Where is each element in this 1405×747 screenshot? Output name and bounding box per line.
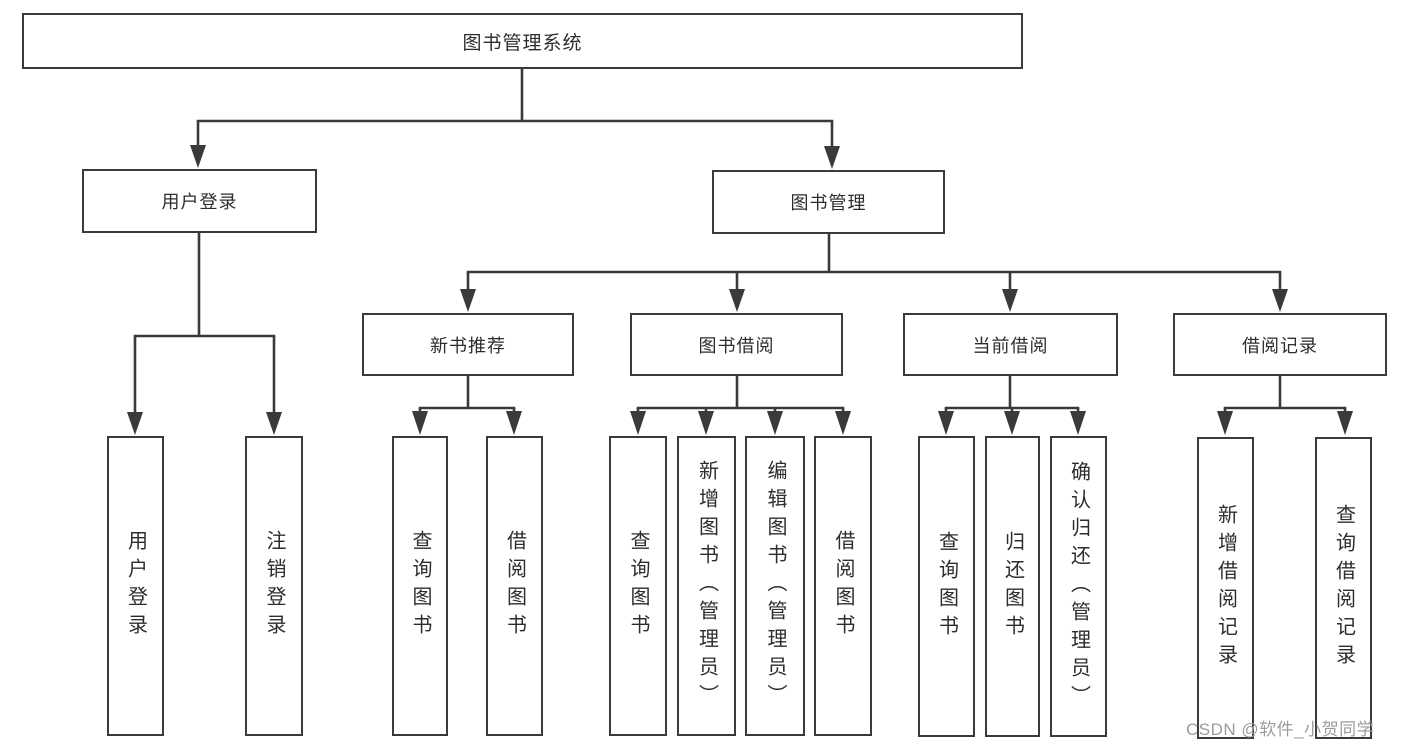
- leaf-current-query-books-label: 查询图书: [935, 530, 958, 643]
- node-new-book-recommend-label: 新书推荐: [430, 335, 506, 356]
- book-borrow-connectors: [630, 376, 851, 435]
- node-user-login-label: 用户登录: [161, 192, 238, 212]
- leaf-recommend-borrow-books: 借阅图书: [486, 436, 543, 736]
- new-book-recommend-connectors: [412, 376, 522, 435]
- node-current-borrow: 当前借阅: [903, 313, 1118, 376]
- leaf-borrow-query-books-label: 查询图书: [627, 530, 649, 642]
- current-borrow-connectors: [938, 376, 1086, 435]
- leaf-borrow-query-books: 查询图书: [609, 436, 667, 736]
- node-root: 图书管理系统: [22, 13, 1023, 69]
- node-user-login: 用户登录: [82, 169, 317, 233]
- leaf-recommend-query-books: 查询图书: [392, 436, 448, 736]
- leaf-borrow-books-label: 借阅图书: [832, 530, 854, 642]
- node-new-book-recommend: 新书推荐: [362, 313, 574, 376]
- node-root-label: 图书管理系统: [462, 32, 583, 54]
- leaf-edit-books-admin-label: 编辑图书（管理员）: [764, 460, 786, 712]
- leaf-add-borrow-record: 新增借阅记录: [1197, 437, 1254, 739]
- root-to-level2-connectors: [190, 69, 840, 169]
- leaf-add-borrow-record-label: 新增借阅记录: [1214, 504, 1237, 672]
- leaf-return-books: 归还图书: [985, 436, 1040, 737]
- leaf-logout-label: 注销登录: [263, 530, 285, 642]
- csdn-watermark: CSDN @软件_小贺同学: [1186, 720, 1375, 739]
- leaf-return-books-label: 归还图书: [1001, 530, 1024, 643]
- node-book-borrow: 图书借阅: [630, 313, 843, 376]
- node-borrow-records: 借阅记录: [1173, 313, 1387, 376]
- book-management-connectors: [460, 234, 1288, 312]
- leaf-borrow-books: 借阅图书: [814, 436, 872, 736]
- leaf-query-borrow-record-label: 查询借阅记录: [1332, 504, 1355, 672]
- node-book-borrow-label: 图书借阅: [698, 335, 775, 356]
- node-borrow-records-label: 借阅记录: [1242, 335, 1318, 356]
- leaf-recommend-query-books-label: 查询图书: [409, 530, 431, 642]
- leaf-confirm-return-admin: 确认归还（管理员）: [1050, 436, 1107, 737]
- leaf-recommend-borrow-books-label: 借阅图书: [503, 530, 526, 642]
- leaf-add-books-admin: 新增图书（管理员）: [677, 436, 736, 736]
- leaf-current-query-books: 查询图书: [918, 436, 975, 737]
- leaf-query-borrow-record: 查询借阅记录: [1315, 437, 1372, 739]
- node-book-management-label: 图书管理: [790, 193, 867, 213]
- borrow-records-connectors: [1217, 376, 1353, 435]
- node-book-management: 图书管理: [712, 170, 945, 234]
- leaf-confirm-return-admin-label: 确认归还（管理员）: [1067, 460, 1090, 713]
- user-login-connectors: [127, 233, 282, 435]
- leaf-add-books-admin-label: 新增图书（管理员）: [695, 460, 718, 712]
- leaf-user-login-label: 用户登录: [124, 530, 147, 642]
- leaf-user-login: 用户登录: [107, 436, 164, 736]
- leaf-edit-books-admin: 编辑图书（管理员）: [745, 436, 805, 736]
- leaf-logout: 注销登录: [245, 436, 303, 736]
- node-current-borrow-label: 当前借阅: [972, 335, 1049, 356]
